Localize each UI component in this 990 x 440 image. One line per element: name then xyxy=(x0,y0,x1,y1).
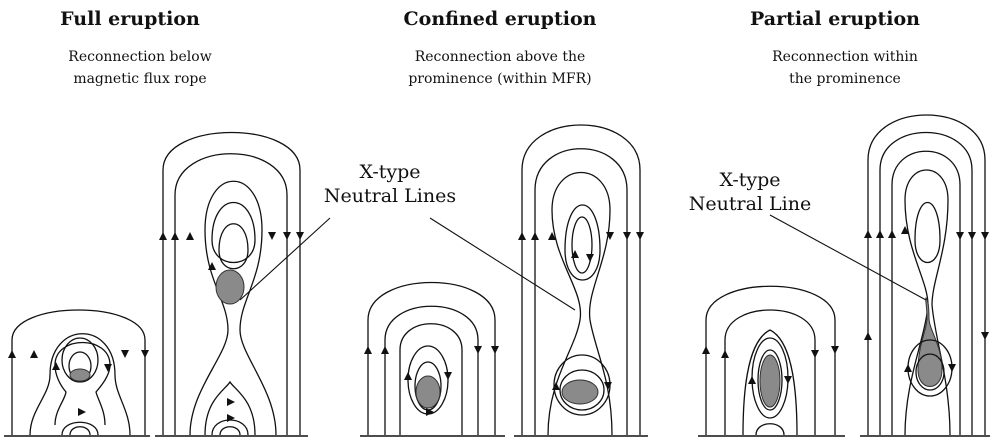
panel-subtitle-partial: Reconnection within the prominence xyxy=(745,46,945,90)
confined-eruption-post-diagram xyxy=(514,124,648,437)
arrow-down-icon xyxy=(283,232,291,240)
confined-eruption-pre-diagram xyxy=(360,281,505,437)
full-eruption-pre-diagram xyxy=(4,309,150,437)
arrow-up-icon xyxy=(548,232,556,240)
arrow-down-icon xyxy=(586,254,594,262)
callout-line: X-type xyxy=(359,161,421,183)
callout-line: X-type xyxy=(719,169,781,191)
arrow-up-icon xyxy=(381,346,389,354)
arrow-down-icon xyxy=(268,232,276,240)
arrow-down-icon xyxy=(623,232,631,240)
arrow-down-icon xyxy=(981,332,989,340)
arrow-up-icon xyxy=(864,332,872,340)
arrow-up-icon xyxy=(748,376,756,384)
arrow-down-icon xyxy=(636,232,644,240)
arrow-up-icon xyxy=(876,230,884,238)
callout-x-type-neutral-lines: X-type Neutral Lines xyxy=(315,160,465,208)
arrow-up-icon xyxy=(186,232,194,240)
arrow-down-icon xyxy=(968,232,976,240)
arrow-up-icon xyxy=(8,350,16,358)
arrow-down-icon xyxy=(831,346,839,354)
arrow-up-icon xyxy=(571,250,579,258)
arrow-right-icon xyxy=(227,398,235,406)
panel-title-partial: Partial eruption xyxy=(750,8,920,30)
arrow-down-icon xyxy=(784,376,792,384)
callout-line: Neutral Line xyxy=(688,193,812,215)
arrow-down-icon xyxy=(606,232,614,240)
arrow-up-icon xyxy=(159,232,167,240)
arrow-down-icon xyxy=(604,382,612,390)
arrow-down-icon xyxy=(948,364,956,372)
arrow-up-icon xyxy=(531,232,539,240)
arrow-down-icon xyxy=(444,372,452,380)
arrow-down-icon xyxy=(121,350,129,358)
arrow-up-icon xyxy=(518,232,526,240)
arrow-down-icon xyxy=(956,232,964,240)
arrow-up-icon xyxy=(721,350,729,358)
panel-title-full: Full eruption xyxy=(60,8,200,30)
arrow-right-icon xyxy=(227,414,235,422)
arrow-down-icon xyxy=(811,350,819,358)
arrow-down-icon xyxy=(296,232,304,240)
subtitle-line: Reconnection above the xyxy=(414,49,586,65)
arrow-right-icon xyxy=(78,408,86,416)
arrow-up-icon xyxy=(901,226,909,234)
arrow-up-icon xyxy=(208,262,216,270)
leader-line xyxy=(429,217,576,311)
arrow-up-icon xyxy=(52,362,60,370)
panel-subtitle-confined: Reconnection above the prominence (withi… xyxy=(385,46,615,90)
arrow-right-icon xyxy=(426,408,434,416)
leader-line xyxy=(239,217,331,301)
partial-eruption-pre-diagram xyxy=(698,285,845,437)
arrow-up-icon xyxy=(702,346,710,354)
arrow-up-icon xyxy=(364,346,372,354)
arrow-up-icon xyxy=(30,350,38,358)
arrow-up-icon xyxy=(171,232,179,240)
arrow-up-icon xyxy=(864,230,872,238)
subtitle-line: the prominence xyxy=(789,71,901,87)
arrow-up-icon xyxy=(404,372,412,380)
arrow-up-icon xyxy=(904,364,912,372)
full-eruption-post-diagram xyxy=(155,131,308,437)
panel-subtitle-full: Reconnection below magnetic flux rope xyxy=(50,46,230,90)
partial-eruption-post-diagram xyxy=(860,114,990,437)
subtitle-line: Reconnection below xyxy=(68,49,212,65)
callout-x-type-neutral-line: X-type Neutral Line xyxy=(680,168,820,216)
arrow-down-icon xyxy=(141,350,149,358)
subtitle-line: prominence (within MFR) xyxy=(408,71,592,87)
arrow-up-icon xyxy=(888,230,896,238)
arrow-up-icon xyxy=(552,382,560,390)
arrow-down-icon xyxy=(474,346,482,354)
callout-line: Neutral Lines xyxy=(323,185,457,207)
arrow-down-icon xyxy=(981,232,989,240)
panel-title-confined: Confined eruption xyxy=(403,8,597,30)
arrow-down-icon xyxy=(491,346,499,354)
arrow-down-icon xyxy=(104,364,112,372)
subtitle-line: Reconnection within xyxy=(772,49,918,65)
leader-line xyxy=(769,214,927,301)
subtitle-line: magnetic flux rope xyxy=(73,71,207,87)
